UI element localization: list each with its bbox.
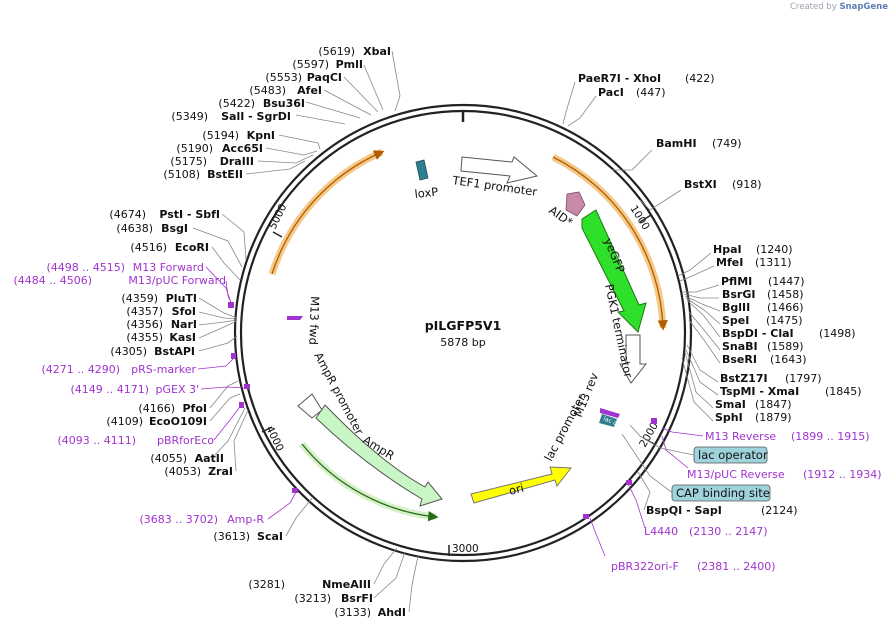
orf-arc-left [268, 148, 384, 276]
site-kasi[interactable]: (4355)KasI [126, 331, 196, 344]
tick-1000-mark [639, 214, 652, 223]
site-snabi[interactable]: SnaBI(1589) [722, 340, 804, 353]
ampr-feature[interactable] [315, 404, 443, 507]
site-bsrgi[interactable]: BsrGI(1458) [722, 288, 804, 301]
site-smai[interactable]: SmaI(1847) [715, 398, 792, 411]
primer-pbr322ori-f[interactable]: pBR322ori-F(2381 .. 2400) [611, 560, 776, 573]
site-pmli[interactable]: (5597)PmlI [292, 58, 363, 71]
plasmid-name: pILGFP5V1 [425, 318, 502, 333]
m13-fwd-primer[interactable] [287, 316, 303, 320]
site-clai[interactable]: BspDI - ClaI(1498) [722, 327, 856, 340]
site-bsgi[interactable]: (4638)BsgI [116, 222, 188, 235]
tick-2000: 2000 [637, 420, 661, 449]
site-acc65i[interactable]: (5190)Acc65I [176, 142, 263, 155]
site-pfoi[interactable]: (4166)PfoI [138, 402, 207, 415]
m13-fwd-label: M13 fwd [306, 296, 322, 345]
primer-pbrforeco[interactable]: (4093 .. 4111)pBRforEco [57, 434, 214, 447]
lac-op-feature[interactable] [599, 414, 617, 427]
site-spei[interactable]: SpeI(1475) [722, 314, 803, 327]
site-sali[interactable]: (5349)SalI - SgrDI [171, 110, 291, 123]
site-zrai[interactable]: (4053)ZraI [164, 465, 233, 478]
site-nari[interactable]: (4356)NarI [126, 318, 197, 331]
site-scai[interactable]: (3613)ScaI [213, 530, 283, 543]
lac-operator-box[interactable] [693, 446, 768, 464]
site-bstz17i[interactable]: BstZ17I(1797) [720, 372, 822, 385]
site-pluti[interactable]: (4359)PluTI [121, 292, 197, 305]
site-hpai[interactable]: HpaI(1240) [713, 243, 793, 256]
site-sphi[interactable]: SphI(1879) [715, 411, 792, 424]
ori-label: ori [507, 481, 525, 498]
site-bsu36i[interactable]: (5422)Bsu36I [218, 97, 305, 110]
site-afei[interactable]: (5483)AfeI [249, 84, 322, 97]
plasmid-length: 5878 bp [440, 336, 485, 349]
primer-pgex-3[interactable]: (4149 .. 4171)pGEX 3' [70, 383, 199, 396]
ori-feature[interactable] [470, 466, 572, 504]
tef1-promoter-feature[interactable] [460, 156, 539, 184]
site-xbai[interactable]: (5619)XbaI [318, 45, 391, 58]
primer-amp-r[interactable]: (3683 .. 3702)Amp-R [139, 513, 264, 526]
site-bsrfi[interactable]: (3213)BsrFI [294, 592, 373, 605]
primer-prs-marker[interactable]: (4271 .. 4290)pRS-marker [41, 363, 196, 376]
primer-l4440[interactable]: L4440(2130 .. 2147) [644, 525, 768, 538]
site-xhoi[interactable]: PaeR7I - XhoI(422) [578, 72, 715, 85]
tick-5000-mark [272, 231, 283, 238]
cap-binding-site-box[interactable] [671, 484, 771, 502]
site-paci[interactable]: PacI(447) [598, 86, 666, 99]
primer-m13-puc-reverse[interactable]: M13/pUC Reverse(1912 .. 1934) [687, 468, 882, 481]
primer-m13-puc-forward[interactable]: (4484 .. 4506)M13/pUC Forward [13, 274, 226, 287]
site-bsteii[interactable]: (5108)BstEII [163, 168, 243, 181]
site-nmeaiii[interactable]: (3281)NmeAIII [248, 578, 371, 591]
site-ahdi[interactable]: (3133)AhdI [334, 606, 406, 619]
backbone-outer [233, 103, 693, 563]
site-bstapi[interactable]: (4305)BstAPI [110, 345, 195, 358]
yegfp-feature[interactable] [581, 209, 647, 333]
primer-m13-forward[interactable]: (4498 .. 4515)M13 Forward [46, 261, 204, 274]
site-bseri[interactable]: BseRI(1643) [722, 353, 807, 366]
loxp-label: loxP [414, 185, 439, 201]
site-bamhi[interactable]: BamHI(749) [656, 137, 742, 150]
site-sapi[interactable]: BspQI - SapI(2124) [646, 504, 798, 517]
tick-5000: 5000 [267, 202, 290, 231]
snapgene-brand: Created by SnapGene [789, 2, 888, 12]
loxp-feature[interactable] [415, 159, 429, 181]
m13-rev-primer[interactable] [600, 408, 620, 418]
primer-m13-reverse[interactable]: M13 Reverse(1899 .. 1915) [705, 430, 870, 443]
site-paqci[interactable]: (5553)PaqCI [265, 71, 342, 84]
tick-4000-mark [261, 426, 273, 433]
site-ecoo109i[interactable]: (4109)EcoO109I [106, 415, 207, 428]
lac-op-label: lac op [602, 415, 622, 428]
snapgene-logo-text: SnapGene [839, 2, 888, 12]
tick-3000: 3000 [452, 543, 479, 555]
lac-promoter-label: lac promoter [541, 392, 588, 464]
site-bglii[interactable]: BglII(1466) [722, 301, 804, 314]
aid-feature[interactable] [565, 191, 586, 217]
cap-binding-site-label: CAP binding site [676, 486, 770, 500]
site-pflmi[interactable]: PflMI(1447) [721, 275, 805, 288]
site-draiii[interactable]: (5175)DraIII [170, 155, 254, 168]
site-ecori[interactable]: (4516)EcoRI [130, 241, 209, 254]
site-aatii[interactable]: (4055)AatII [150, 452, 224, 465]
site-sfoi[interactable]: (4357)SfoI [126, 305, 196, 318]
site-bstxi[interactable]: BstXI(918) [684, 178, 762, 191]
pgk1-terminator-feature[interactable] [619, 334, 648, 384]
site-psti[interactable]: (4674)PstI - SbfI [109, 208, 220, 221]
site-mfei[interactable]: MfeI(1311) [716, 256, 792, 269]
lac-operator-label: lac operator [698, 448, 768, 462]
site-xmai[interactable]: TspMI - XmaI(1845) [720, 385, 862, 398]
site-kpni[interactable]: (5194)KpnI [202, 129, 275, 142]
